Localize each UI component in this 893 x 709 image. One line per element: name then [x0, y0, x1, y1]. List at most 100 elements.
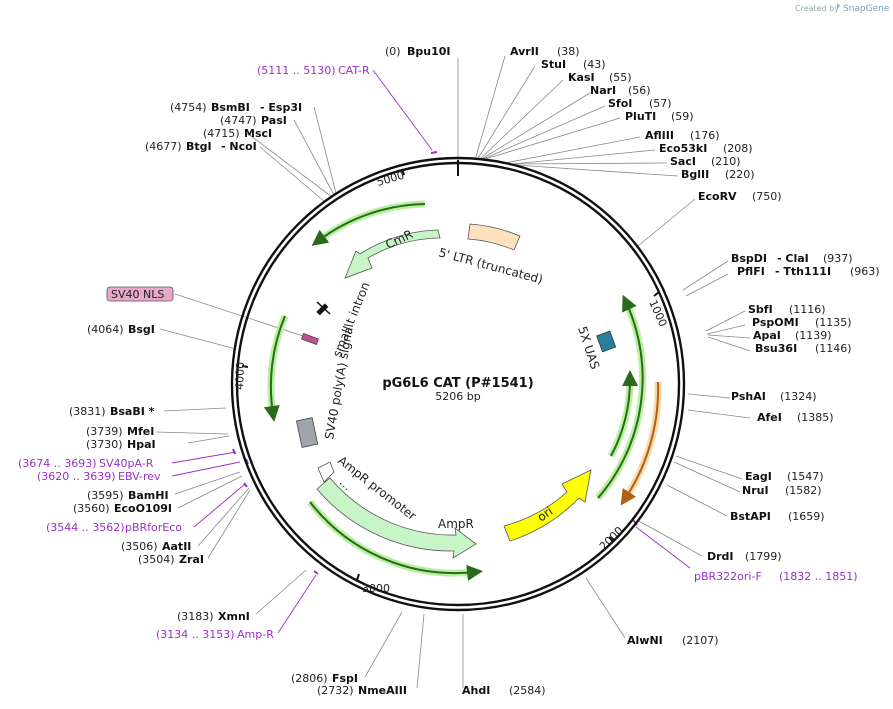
site-name: Eco53kI: [659, 142, 707, 155]
site-name: SacI: [670, 155, 696, 168]
site-pos: (1659): [788, 510, 825, 523]
site-pos: (210): [711, 155, 741, 168]
site-name: EcoRV: [698, 190, 737, 203]
site-pos: (2806): [291, 672, 328, 685]
polya-label: SV40 poly(A) signal: [322, 323, 356, 441]
primer-pos: (3134 .. 3153): [156, 628, 235, 641]
site-pos: (1146): [815, 342, 852, 355]
site-name: FspI: [332, 672, 358, 685]
site-name: ZraI: [179, 553, 204, 566]
leader-lines: [155, 55, 751, 689]
site-name: KasI: [568, 71, 595, 84]
site-name-2: - Esp3I: [260, 101, 302, 114]
site-name: ApaI: [753, 329, 781, 342]
primer-name: EBV-rev: [118, 470, 161, 483]
site-name: MfeI: [127, 425, 154, 438]
cmr-label: CmR: [383, 227, 415, 252]
site-name: PshAI: [731, 390, 766, 403]
site-pos: (43): [583, 58, 606, 71]
site-pos: (55): [609, 71, 632, 84]
polya-feature: SV40 poly(A) signal: [295, 323, 356, 448]
snapgene-logo-icon: [837, 3, 840, 9]
primer-leader-lines: [171, 69, 691, 634]
site-pos: (2584): [509, 684, 546, 697]
ltr-feature: 5' LTR (truncated): [437, 223, 544, 287]
site-name: BamHI: [128, 489, 169, 502]
site-pos: (176): [690, 129, 720, 142]
site-pos: (2732): [317, 684, 354, 697]
site-name: DrdI: [707, 550, 734, 563]
site-name: BsgI: [128, 323, 155, 336]
site-pos: (1799): [745, 550, 782, 563]
site-pos: (963): [850, 265, 880, 278]
site-name: EagI: [745, 470, 772, 483]
site-pos: (59): [671, 110, 694, 123]
site-name-2: - ClaI: [777, 252, 809, 265]
site-name: NarI: [590, 84, 616, 97]
primer-name: SV40pA-R: [99, 457, 154, 470]
sv40-nls-label: SV40 NLS: [111, 288, 164, 301]
site-pos: (4715): [203, 127, 240, 140]
primer-pos: (3620 .. 3639): [37, 470, 116, 483]
site-pos: (208): [723, 142, 753, 155]
site-pos: (3560): [73, 502, 110, 515]
site-pos: (2107): [682, 634, 719, 647]
uas-label: 5X UAS: [575, 325, 602, 371]
tick-1000: 1000: [646, 298, 669, 329]
site-pos: (3730): [86, 438, 123, 451]
plasmid-length: 5206 bp: [435, 390, 480, 403]
site-name: BsaBI *: [110, 405, 155, 418]
site-pos: (4754): [170, 101, 207, 114]
site-name: PasI: [261, 114, 287, 127]
site-pos: (4747): [220, 114, 257, 127]
site-pos: (4064): [87, 323, 124, 336]
ampr-label: AmpR: [438, 517, 474, 531]
site-pos: (3504): [138, 553, 175, 566]
sv40-nls-badge: SV40 NLS: [106, 286, 174, 302]
site-name: StuI: [541, 58, 566, 71]
tick-3000: 3000: [362, 582, 390, 595]
site-pos: (1139): [795, 329, 832, 342]
site-pos: (0): [385, 45, 401, 58]
site-name: AatII: [162, 540, 191, 553]
site-name: AhdI: [462, 684, 490, 697]
site-pos: (937): [823, 252, 853, 265]
site-pos: (56): [628, 84, 651, 97]
site-name: MscI: [244, 127, 272, 140]
site-pos: (4677): [145, 140, 182, 153]
brand-text: SnapGene: [843, 4, 890, 14]
site-pos: (1385): [797, 411, 834, 424]
primer-name: pBRforEco: [125, 521, 182, 534]
site-name: EcoO109I: [114, 502, 172, 515]
site-pos: (3739): [86, 425, 123, 438]
primer-pos: (3544 .. 3562): [46, 521, 125, 534]
nls-marker: [301, 333, 319, 345]
ltr-label: 5' LTR (truncated): [437, 245, 544, 286]
site-name: PspOMI: [752, 316, 799, 329]
site-name: PluTI: [625, 110, 656, 123]
site-name: SbfI: [748, 303, 773, 316]
ori-feature: ori: [503, 469, 592, 542]
site-pos: (1324): [780, 390, 817, 403]
site-pos: (3595): [87, 489, 124, 502]
coordinate-ticks: [241, 168, 660, 581]
credit-text: Created by: [795, 4, 839, 13]
primer-pos: (3674 .. 3693): [18, 457, 97, 470]
orf-arcs: [263, 200, 662, 581]
site-name: NruI: [742, 484, 769, 497]
site-name: Bsu36I: [755, 342, 797, 355]
cmr-feature: CmR: [344, 227, 441, 279]
site-name: XmnI: [218, 610, 250, 623]
site-name-2: - Tth111I: [775, 265, 831, 278]
site-pos: (1582): [785, 484, 822, 497]
backbone: [230, 156, 686, 612]
site-name: AflIII: [645, 129, 674, 142]
uas-feature: 5X UAS: [575, 325, 617, 371]
primer-name: CAT-R: [338, 64, 370, 77]
ampr-feature: AmpR: [316, 477, 477, 559]
site-name: AlwNI: [627, 634, 663, 647]
primer-name: Amp-R: [237, 628, 274, 641]
site-pos: (1547): [787, 470, 824, 483]
site-name: SfoI: [608, 97, 632, 110]
